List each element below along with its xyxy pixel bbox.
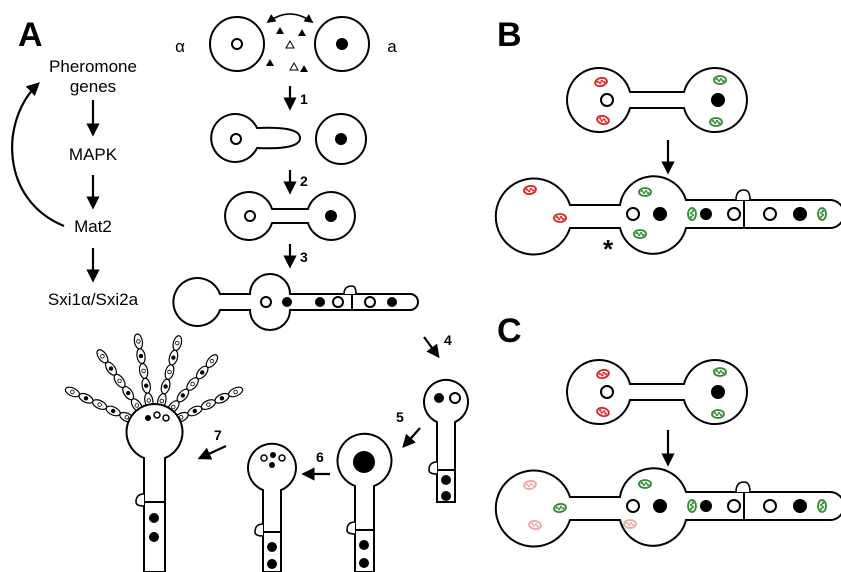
step4-label: 4 [444, 332, 452, 348]
spore [172, 335, 183, 352]
spore [187, 405, 203, 417]
step7-arrow [197, 445, 227, 460]
stage6-basidium [247, 442, 297, 572]
mitochondrion-icon [596, 368, 610, 380]
pheromone-triangle-icon [266, 27, 308, 72]
stage3-hypha [172, 273, 419, 331]
stage1-cells [210, 113, 367, 165]
mitochondrion-icon [817, 207, 827, 221]
mitochondrion-icon [709, 117, 723, 127]
pathway-feedback-arrow [11, 82, 65, 228]
panel-b-dikaryon [494, 175, 841, 256]
mitochondrion-icon [528, 520, 542, 530]
spore [200, 399, 217, 411]
step7-label: 7 [214, 427, 222, 443]
alpha-nucleus-icon [231, 38, 243, 50]
stage0-cells [209, 13, 370, 72]
mitochondrion-icon [713, 75, 727, 85]
stage4-basidium [423, 379, 469, 503]
stage7-basidium-with-spore-chains [64, 333, 244, 572]
mitochondrion-icon [817, 499, 827, 513]
stage2-zygote [224, 191, 356, 241]
mitochondrion-icon [623, 519, 637, 529]
a-mitochondria-group [709, 75, 727, 127]
mitochondrion-icon [553, 213, 567, 223]
alpha-mitochondria-group [594, 76, 610, 126]
a-mating-type-label: a [387, 37, 397, 56]
mitochondrion-icon [596, 114, 610, 126]
pathway-pheromone-genes-label: Pheromone [49, 57, 137, 76]
spore [96, 349, 109, 364]
spore [136, 348, 146, 365]
pathway-mapk-label: MAPK [69, 145, 118, 164]
step1-label: 1 [300, 91, 308, 107]
mitochondrion-icon [711, 409, 725, 419]
mitochondrion-icon [638, 479, 652, 489]
spore [104, 361, 118, 376]
spore [168, 349, 179, 366]
mitochondrion-icon [594, 76, 608, 88]
panel-label-c: C [497, 312, 522, 350]
spore [205, 354, 219, 368]
step5-arrow [402, 427, 421, 448]
mitochondrion-icon [523, 480, 537, 490]
panel-c-dikaryon [494, 467, 841, 548]
mitochondrion-icon [553, 503, 567, 513]
step2-label: 2 [300, 173, 308, 189]
mitochondrion-icon [633, 229, 647, 239]
asterisk-marker: * [603, 234, 614, 264]
panel-b-zygote [566, 67, 748, 133]
pheromone-exchange-arrow [266, 13, 314, 24]
mitochondrion-icon [523, 185, 537, 195]
spore [64, 386, 81, 398]
mitochondrion-icon [687, 499, 697, 513]
spore [105, 405, 121, 417]
clamp-connection-icon [343, 285, 357, 295]
panel-label-b: B [497, 16, 522, 54]
panel-c-zygote [566, 359, 748, 425]
a-nucleus-icon [336, 38, 348, 50]
spore [227, 386, 244, 398]
spore [78, 392, 94, 404]
mitochondrion-icon [638, 187, 652, 197]
step3-label: 3 [300, 249, 308, 265]
pathway-sxi-label: Sxi1α/Sxi2a [48, 290, 139, 309]
spore [133, 333, 144, 350]
spore [138, 362, 149, 379]
spore [160, 378, 171, 395]
mitochondrion-icon [687, 207, 697, 221]
stage5-basidium [336, 432, 393, 572]
spore [164, 364, 175, 380]
panel-label-a: A [18, 16, 43, 54]
alpha-mating-type-label: α [175, 37, 185, 56]
spore [91, 399, 108, 411]
step5-label: 5 [396, 409, 404, 425]
spore [113, 373, 126, 389]
spore [214, 392, 230, 404]
pathway-mat2-label: Mat2 [74, 217, 112, 236]
spore [141, 377, 151, 394]
step6-label: 6 [316, 449, 324, 465]
step4-arrow [423, 336, 440, 359]
mitochondrion-icon [596, 406, 610, 418]
mitochondrion-icon [713, 367, 727, 377]
pathway-pheromone-genes-label-line2: genes [70, 77, 116, 96]
spore [195, 365, 209, 380]
